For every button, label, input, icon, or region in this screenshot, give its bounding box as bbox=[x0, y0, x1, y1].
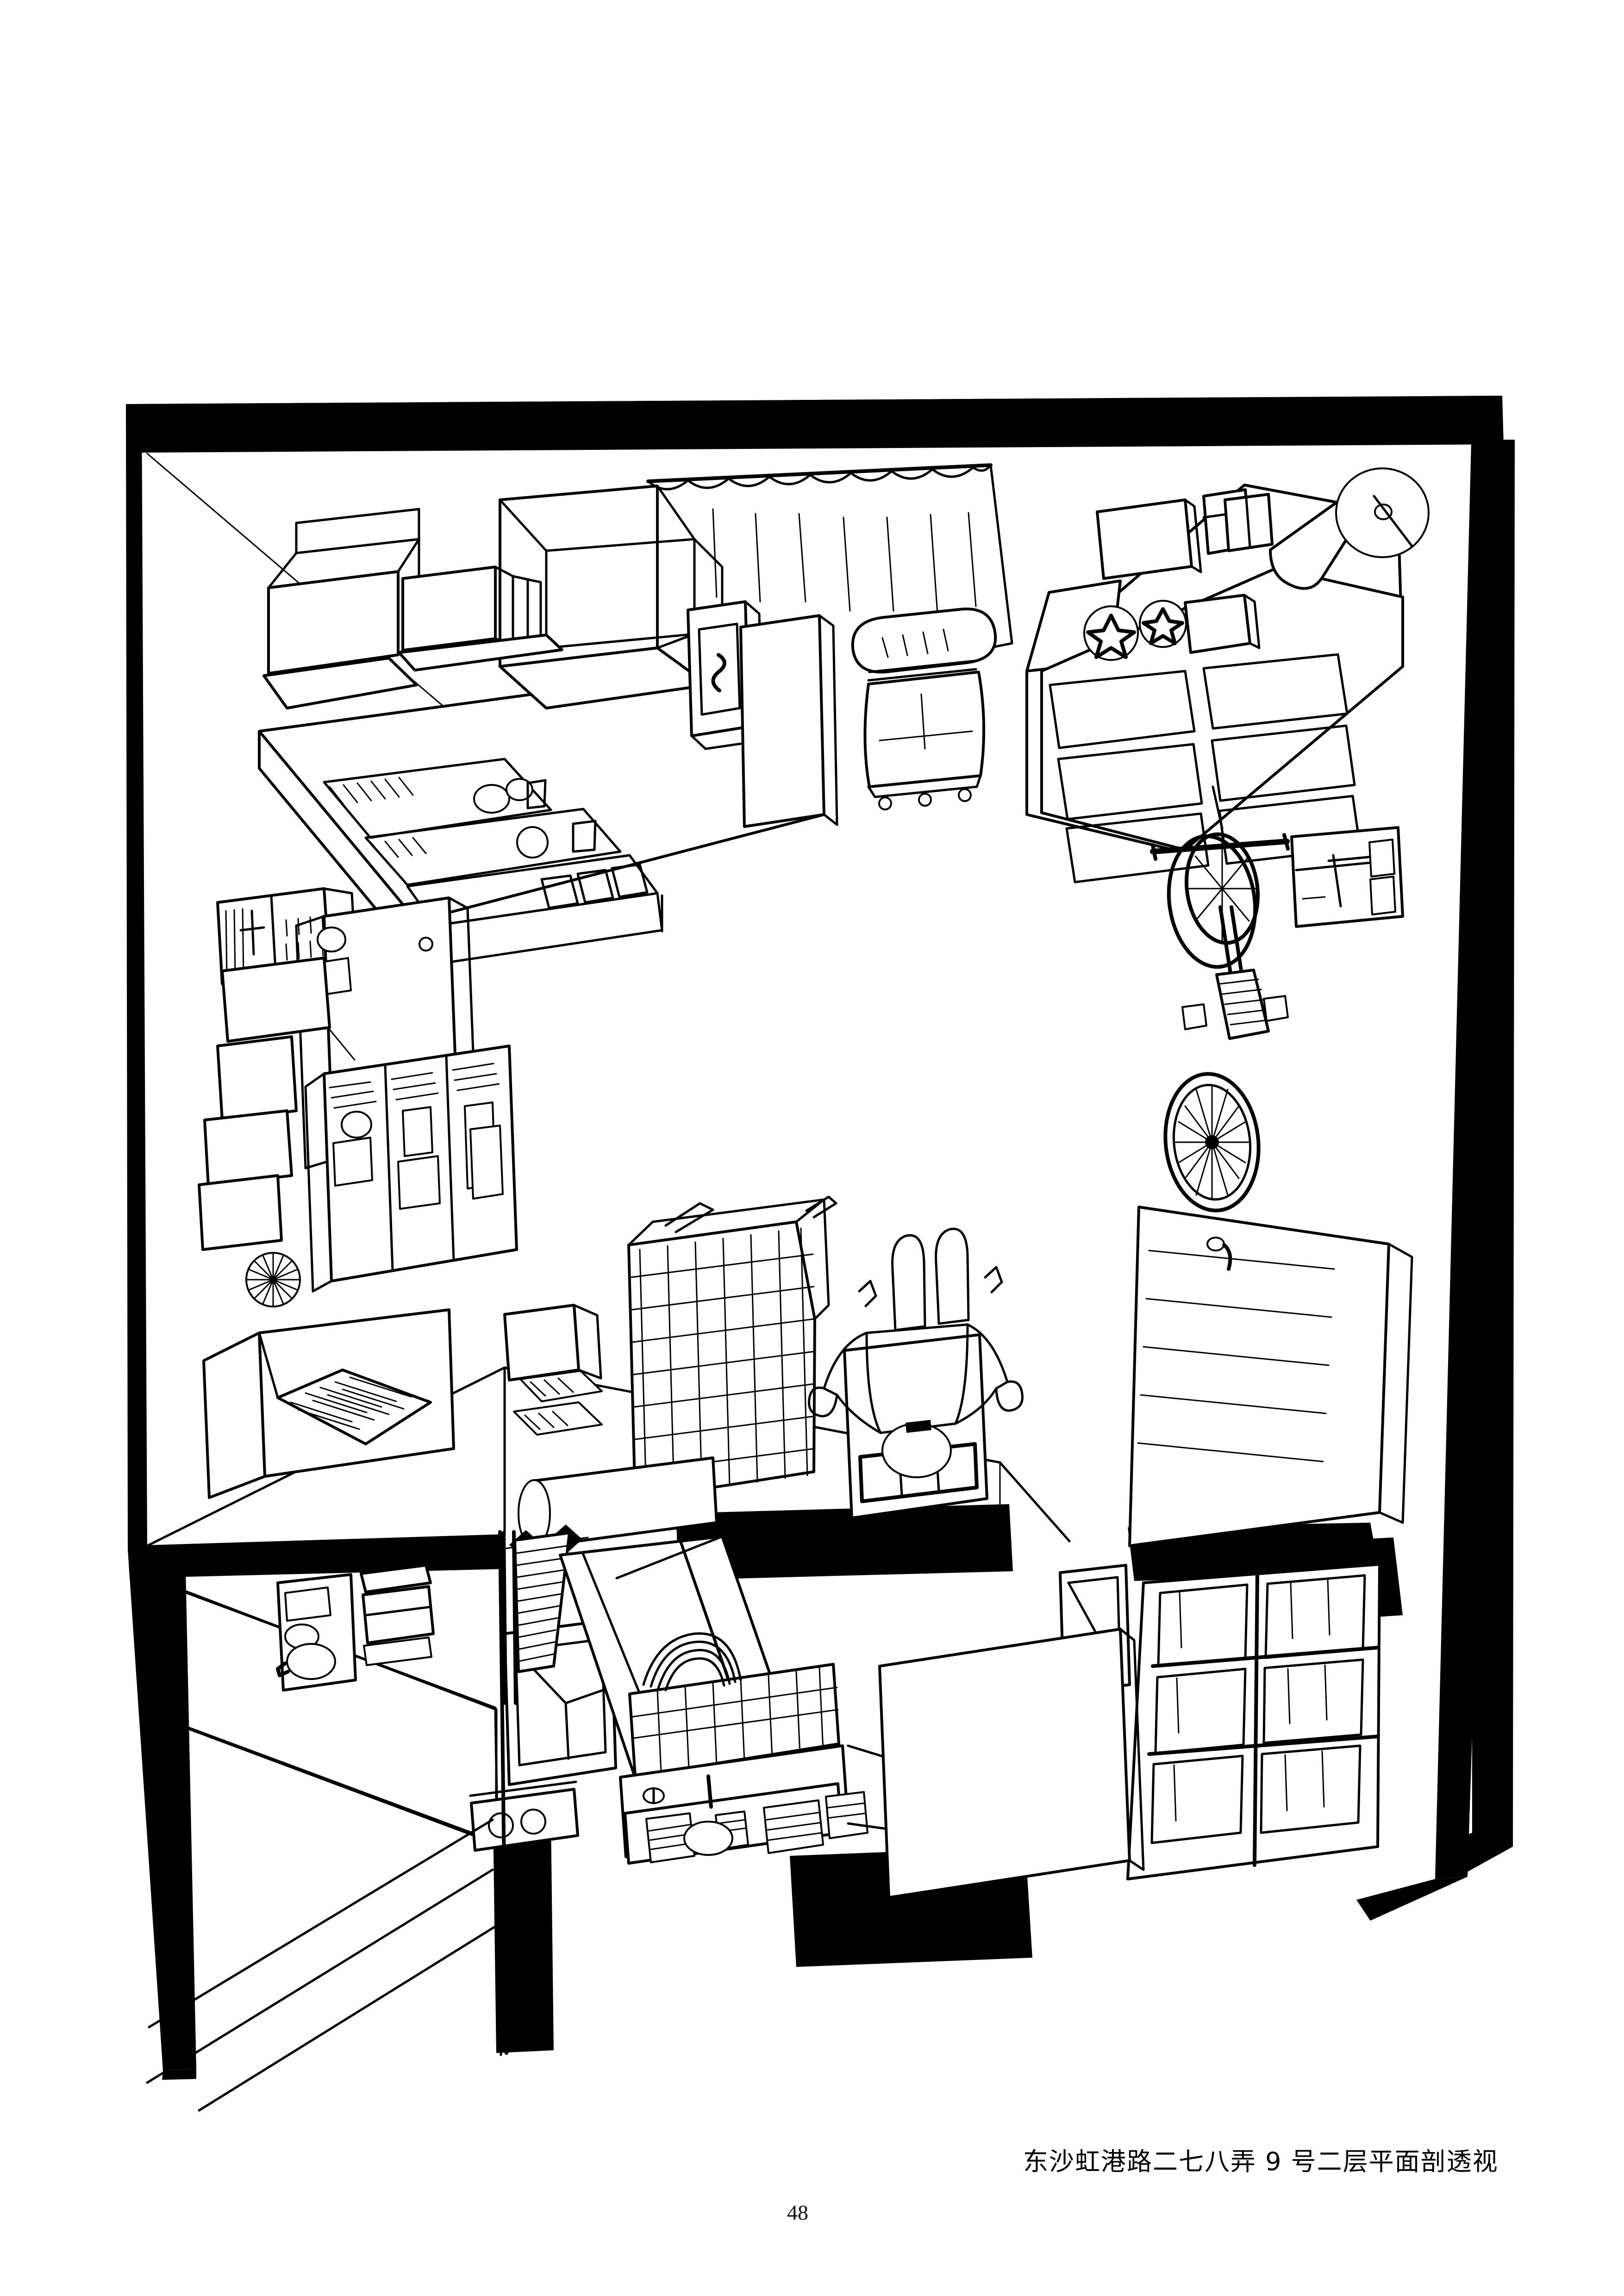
wall-picture bbox=[1290, 826, 1404, 928]
saddlebag-hatch bbox=[1218, 978, 1269, 1026]
low-box-hatch bbox=[530, 1377, 574, 1397]
storage-shelf bbox=[304, 1022, 518, 1293]
office-chair bbox=[851, 607, 997, 810]
door-handle bbox=[1222, 1243, 1232, 1271]
bicycle bbox=[1150, 785, 1290, 1213]
bowl-2 bbox=[516, 826, 549, 859]
window-panes bbox=[1150, 1574, 1366, 1844]
wardrobe-knob bbox=[418, 937, 433, 952]
toilet-bowl bbox=[286, 1643, 336, 1680]
cup-2 bbox=[572, 820, 597, 853]
tv-side bbox=[202, 1332, 266, 1499]
bolster-roll bbox=[518, 1456, 718, 1548]
perimeter-wall bbox=[126, 396, 1515, 2080]
floor-fan bbox=[245, 1252, 301, 1307]
burner-1 bbox=[488, 1812, 514, 1838]
seated-person bbox=[808, 1227, 1024, 1519]
plaid-pattern bbox=[630, 1227, 816, 1498]
cut-divider bbox=[498, 1530, 508, 2055]
cup-1 bbox=[526, 779, 547, 809]
bowl-large bbox=[473, 784, 510, 814]
hatched-stair bbox=[502, 1530, 571, 1705]
door-wood-lines bbox=[1137, 1250, 1335, 1462]
plaid-mattress bbox=[627, 1195, 837, 1501]
cistern bbox=[284, 1587, 331, 1622]
pedal-left bbox=[1181, 1003, 1207, 1030]
pillow-1 bbox=[1096, 498, 1193, 580]
desk-counter bbox=[619, 1632, 889, 1865]
burner-2 bbox=[520, 1809, 546, 1835]
book-hatch-left bbox=[225, 908, 244, 977]
page-number: 48 bbox=[787, 2201, 808, 2224]
folded-towel bbox=[362, 1585, 435, 1644]
entry-door bbox=[1128, 1206, 1413, 1547]
door-keyhole bbox=[1206, 1237, 1225, 1251]
left-upper-boxes bbox=[198, 957, 331, 1251]
drainer-hatch-2 bbox=[370, 837, 427, 860]
cabinet-door-1 bbox=[267, 570, 400, 675]
window-reflections bbox=[1173, 1578, 1330, 1822]
tv-screen-hatch bbox=[290, 1376, 412, 1430]
cabinet-shelf bbox=[262, 657, 418, 709]
lower-right-panel bbox=[878, 1628, 1145, 1899]
stacked-rings bbox=[642, 1632, 742, 1692]
desk-disc bbox=[683, 1821, 733, 1856]
drawer-slots bbox=[540, 863, 649, 909]
figure-caption: 东沙虹港路二七八弄 9 号二层平面剖透视 bbox=[1023, 2147, 1499, 2176]
pedal-right bbox=[1263, 995, 1289, 1022]
square-cushion bbox=[1184, 594, 1251, 654]
bookshelf bbox=[398, 566, 563, 672]
shelf-ball bbox=[341, 1111, 372, 1139]
tv-screen bbox=[276, 1369, 432, 1445]
fan-blades bbox=[246, 1253, 300, 1307]
bed bbox=[1025, 467, 1430, 884]
tall-cabinet bbox=[739, 614, 838, 828]
stair-hatch bbox=[516, 1545, 568, 1662]
bowl-small bbox=[506, 778, 533, 801]
lower-floor-lines bbox=[146, 1818, 499, 2112]
desk-grid bbox=[630, 1667, 839, 1773]
upper-cabinet bbox=[262, 508, 420, 709]
low-box-hatch2 bbox=[524, 1411, 568, 1430]
tv-set bbox=[202, 1308, 455, 1499]
low-box bbox=[503, 1304, 603, 1436]
drainer-hatch bbox=[329, 777, 414, 805]
range-hood bbox=[499, 485, 724, 709]
shelf-hatch bbox=[329, 1063, 500, 1109]
curtain bbox=[646, 463, 1013, 661]
